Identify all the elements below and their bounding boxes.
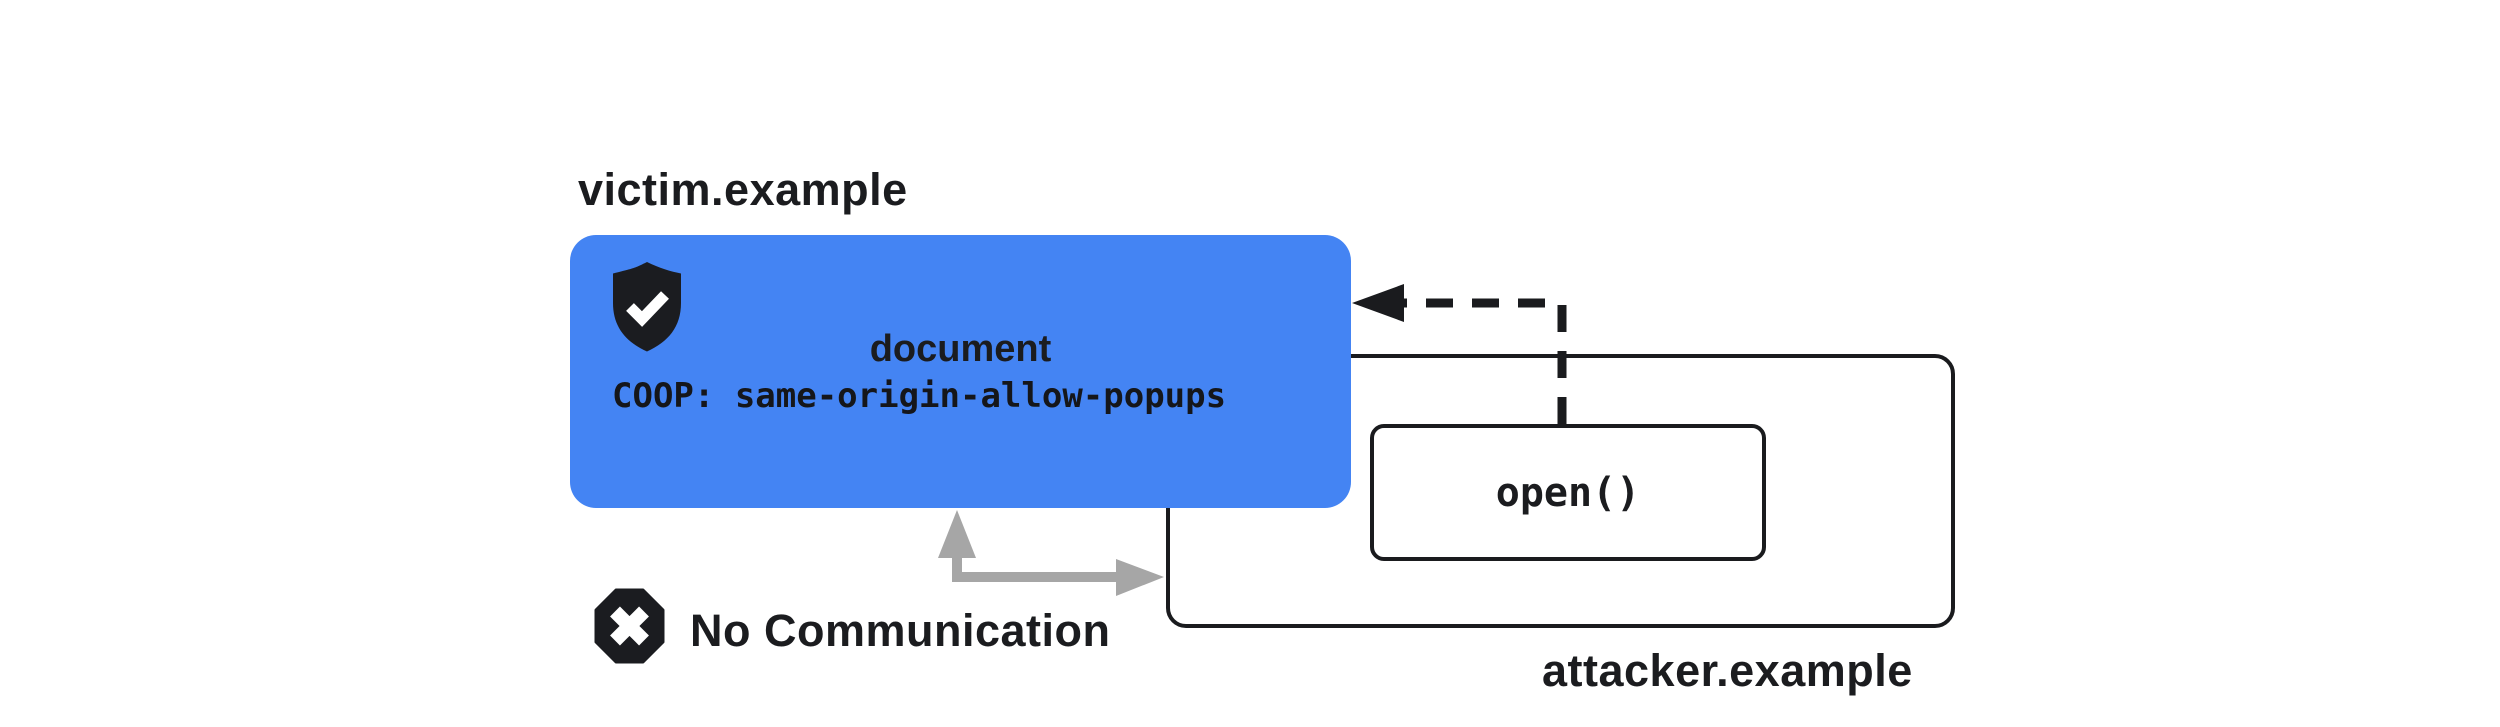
blocked-communication-arrow: [938, 510, 1164, 596]
attacker-domain-label: attacker.example: [1542, 645, 1913, 696]
octagon-x-icon: [594, 588, 665, 664]
victim-coop-header: COOP: same-origin-allow-popups: [612, 376, 1227, 416]
gray-arrowhead-right: [1116, 559, 1164, 596]
victim-document-box: [570, 235, 1351, 508]
no-communication-label: No Communication: [690, 605, 1111, 656]
open-call-label: open(): [1495, 469, 1641, 516]
victim-domain-label: victim.example: [578, 164, 908, 215]
shield-check-icon: [613, 262, 681, 352]
victim-document-title: document: [869, 328, 1052, 370]
gray-arrowhead-up: [938, 510, 976, 558]
dashed-arrowhead-left: [1352, 284, 1404, 322]
open-call-box: open(): [1370, 424, 1766, 561]
